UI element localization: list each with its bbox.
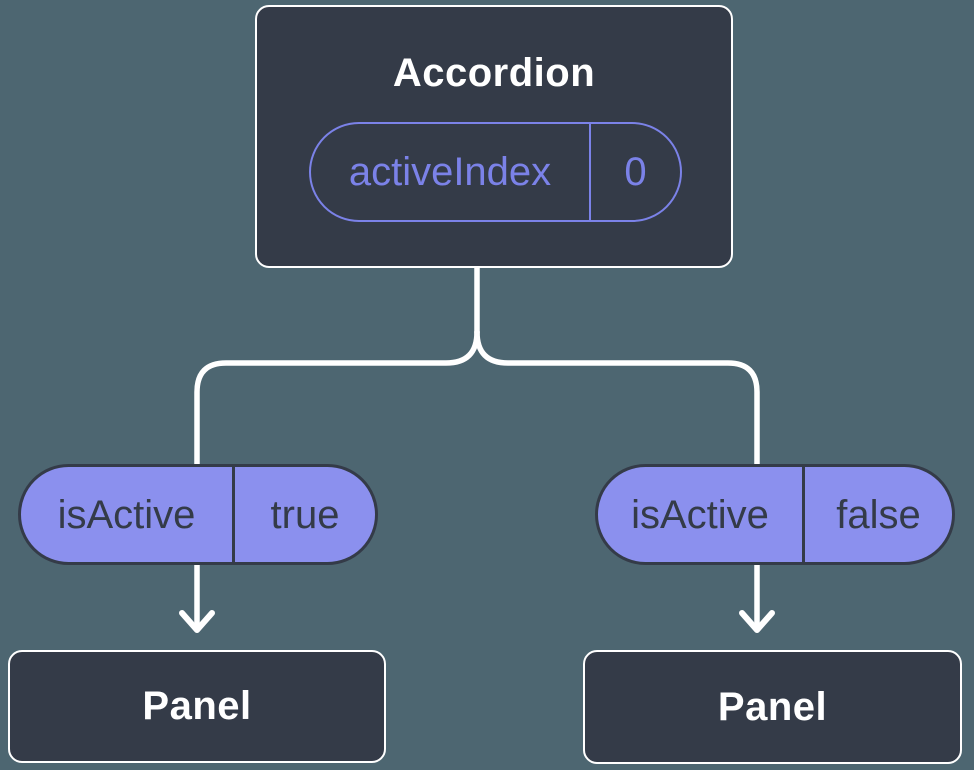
connector-branch-right: [474, 329, 760, 631]
arrow-down-right-icon: [739, 610, 775, 633]
prop-value: 0: [589, 124, 680, 220]
panel-node-label: Panel: [717, 684, 828, 729]
accordion-node-label: Accordion: [392, 51, 596, 95]
arrow-down-left-icon: [179, 610, 215, 633]
state-name: isActive: [57, 492, 196, 537]
panel-node-left: Panel: [8, 650, 386, 763]
state-name: isActive: [631, 492, 769, 537]
prop-name: activeIndex: [348, 150, 552, 194]
panel-node-label: Panel: [142, 684, 252, 728]
state-value: false: [802, 467, 952, 562]
accordion-node: Accordion activeIndex 0: [255, 5, 733, 268]
panel-node-right: Panel: [583, 650, 962, 764]
prop-pill: activeIndex 0: [309, 122, 682, 222]
state-value: true: [232, 467, 375, 562]
state-pill-right: isActive false: [595, 464, 955, 565]
connector-branch-left: [194, 329, 480, 631]
state-pill-left: isActive true: [18, 464, 378, 565]
